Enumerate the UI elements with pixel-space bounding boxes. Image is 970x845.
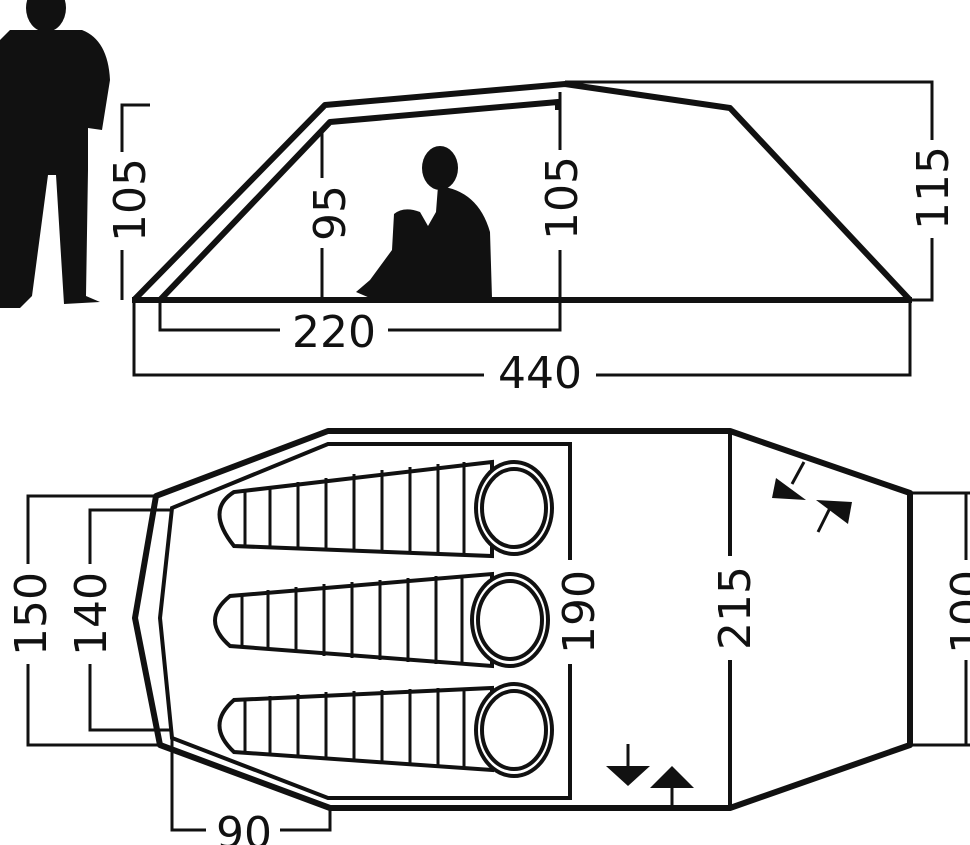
sleeping-bag-icon bbox=[217, 682, 554, 778]
floor-outer-outline bbox=[132, 428, 913, 811]
sleeping-bag-icon bbox=[217, 459, 554, 559]
dim-label-vestibule-depth: 90 bbox=[216, 808, 272, 845]
sitting-person-icon bbox=[356, 146, 492, 298]
dim-label-left-height: 105 bbox=[105, 158, 156, 242]
dim-label-inner-length: 220 bbox=[292, 307, 376, 358]
dim-label-total-length: 440 bbox=[498, 348, 582, 399]
sleeping-bag-icon bbox=[213, 571, 550, 669]
inner-tent-outline bbox=[157, 99, 561, 303]
floor-inner-outline bbox=[157, 442, 572, 800]
dim-label-outer-width: 150 bbox=[6, 572, 57, 656]
dim-label-vestibule-width: 215 bbox=[710, 566, 761, 650]
standing-person-icon bbox=[0, 0, 110, 308]
tent-floor-plan: 150 140 190 215 100 90 bbox=[6, 428, 970, 845]
entrance-arrows-icon bbox=[606, 744, 694, 806]
dim-label-inner-height: 95 bbox=[305, 185, 356, 241]
tent-side-view: 105 95 105 115 220 440 bbox=[104, 80, 959, 400]
dim-label-inner-length: 190 bbox=[554, 570, 605, 654]
dim-label-center-height: 105 bbox=[537, 156, 588, 240]
entrance-arrows-icon bbox=[772, 461, 852, 533]
outer-fly-outline bbox=[131, 81, 913, 303]
dim-label-inner-width: 140 bbox=[66, 572, 117, 656]
dim-label-rear-width: 100 bbox=[942, 570, 970, 654]
dim-label-right-height: 115 bbox=[908, 146, 959, 230]
